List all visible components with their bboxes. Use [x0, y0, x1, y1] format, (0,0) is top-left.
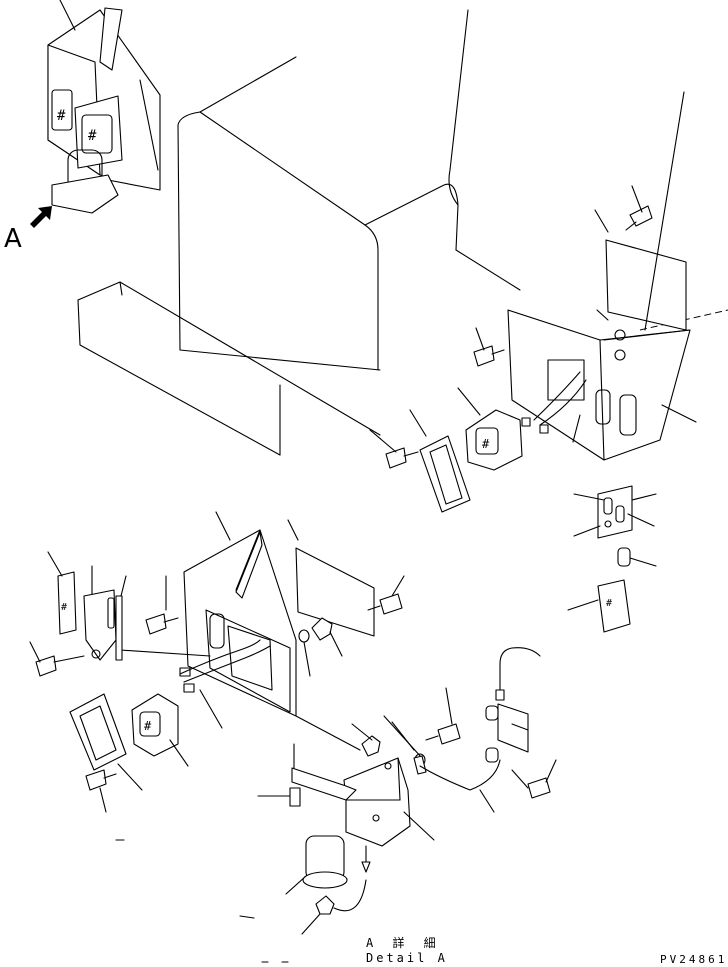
left-switch-bracket-icon — [83, 565, 127, 661]
top-lamp-bracket-assembly: # # — [47, 0, 161, 214]
svg-text:#: # — [482, 437, 490, 451]
svg-text:#: # — [606, 598, 612, 609]
left-gasket-frame-icon — [69, 693, 143, 791]
detail-caption-jp: A 詳 細 — [366, 936, 442, 950]
beacon-nut-icon — [239, 879, 367, 935]
bolt-icon — [425, 687, 461, 745]
left-work-lamp-icon: # — [131, 693, 189, 767]
switch-knob-icon — [617, 547, 657, 567]
svg-text:#: # — [88, 128, 97, 144]
beacon-wire — [419, 759, 501, 791]
switch-cover-icon: # — [567, 579, 631, 633]
view-label: A — [4, 224, 22, 254]
svg-text:#: # — [57, 108, 66, 124]
bolt-icon — [625, 185, 653, 231]
svg-text:#: # — [144, 719, 152, 733]
svg-text:#: # — [61, 602, 67, 613]
beacon-bracket — [291, 743, 435, 847]
view-arrow-icon — [30, 206, 52, 228]
clip-icon — [391, 721, 427, 775]
drawing-code: PV24861 — [660, 953, 728, 966]
bolt-icon — [473, 327, 505, 367]
bolt-icon — [29, 641, 85, 677]
bolt-icon — [367, 575, 405, 615]
bolt-icon — [369, 429, 419, 469]
detail-bracket — [119, 511, 361, 751]
bolt-icon — [257, 787, 301, 807]
rotating-beacon-icon — [285, 835, 348, 895]
detail-caption-en: Detail A — [366, 951, 448, 965]
bolt-icon — [511, 759, 557, 799]
nut-icon — [311, 617, 343, 657]
mid-cover-plate — [287, 519, 375, 637]
nut-icon — [351, 723, 381, 757]
left-switch-cover-icon: # — [47, 551, 77, 635]
right-bracket-box — [507, 309, 697, 461]
wire-clamp-bracket-icon — [485, 647, 541, 763]
switch-bracket-icon — [573, 485, 657, 539]
work-lamp-icon: # — [457, 387, 523, 471]
bolt-icon — [145, 575, 179, 635]
bolt-icon — [85, 769, 117, 813]
gasket-frame-icon — [409, 409, 471, 513]
washer-icon — [298, 629, 311, 677]
